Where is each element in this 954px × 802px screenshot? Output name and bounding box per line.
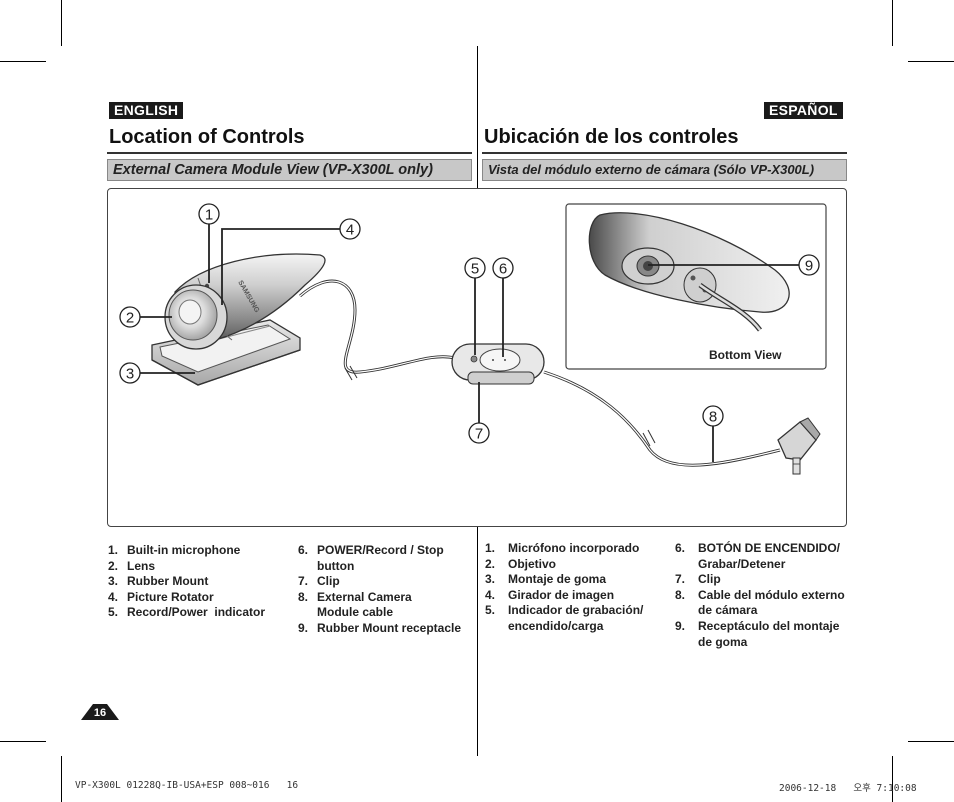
cable-plug [777,417,821,475]
list-item: 1.Micrófono incorporado [485,541,640,555]
english-title-rule [107,152,472,154]
callout-2: 2 [119,306,141,328]
english-subtitle: External Camera Module View (VP-X300L on… [107,159,472,181]
page-number-badge: 16 [81,704,119,720]
crop-mark [61,0,62,46]
list-item: 3.Rubber Mount [108,574,209,589]
list-item: 7.Clip [675,572,721,587]
crop-mark [908,61,954,62]
callout-9: 9 [798,254,820,276]
english-title: Location of Controls [109,126,305,148]
footer-left: VP-X300L 01228Q-IB-USA+ESP 008~016 16 [75,780,299,791]
list-item: 9.Receptáculo del montaje de goma [675,618,840,649]
list-item: 9.Rubber Mount receptacle [298,620,462,635]
list-item: 2.Objetivo [485,556,557,571]
list-item: 5.Indicador de grabación/ encendido/carg… [485,603,644,633]
callout-8: 8 [702,405,724,427]
callout-4: 4 [339,218,361,240]
english-list-col2: 6.POWER/Record / Stop button 7.Clip 8.Ex… [298,543,470,637]
callout-6: 6 [492,257,514,279]
list-item: 4.Girador de imagen [485,587,615,602]
list-item: 2.Lens [108,558,156,573]
espanol-title: Ubicación de los controles [484,126,739,148]
list-item: 7.Clip [298,574,340,589]
crop-mark [0,741,46,742]
svg-text:4: 4 [346,222,354,239]
crop-mark [908,741,954,742]
svg-text:9: 9 [805,258,813,275]
callout-1: 1 [198,203,220,225]
camera-cable [299,279,456,374]
list-item: 5.Record/Power indicator [108,605,266,620]
english-list-col1: 1.Built-in microphone 2.Lens 3.Rubber Mo… [108,543,288,621]
list-item: 8.Cable del módulo externo de cámara [675,587,845,618]
svg-text:6: 6 [499,261,507,278]
list-item: 8.External Camera Module cable [298,589,412,620]
bottom-view-camera [588,212,790,332]
callout-5: 5 [464,257,486,279]
crop-mark [0,61,46,62]
crop-mark [892,756,893,802]
rubber-mount [151,319,301,386]
list-item: 1.Built-in microphone [108,543,241,557]
list-item: 6.POWER/Record / Stop button [298,543,444,573]
svg-text:5: 5 [471,261,479,278]
leader-lines [139,224,800,462]
svg-text:2: 2 [126,310,134,327]
crop-mark [892,0,893,46]
bottom-view-label: Bottom View [709,348,782,362]
lens [164,284,228,350]
callout-7: 7 [468,422,490,444]
espanol-list-col1: 1.Micrófono incorporado 2.Objetivo 3.Mon… [485,541,665,635]
svg-text:1: 1 [205,207,213,224]
callout-3: 3 [119,362,141,384]
record-indicator [470,355,478,363]
svg-text:3: 3 [126,366,134,383]
svg-text:7: 7 [475,426,483,443]
list-item: 3.Montaje de goma [485,572,607,587]
crop-mark [61,756,62,802]
list-item: 4.Picture Rotator [108,589,214,604]
espanol-list-col2: 6.BOTÓN DE ENCENDIDO/ Grabar/Detener 7.C… [675,541,847,650]
espanol-title-rule [482,152,847,154]
english-badge: ENGLISH [109,102,184,119]
list-item: 6.BOTÓN DE ENCENDIDO/ Grabar/Detener [675,541,841,571]
center-divider [477,527,478,756]
figure-frame [107,188,847,527]
page-number: 16 [94,707,106,719]
center-divider [477,46,478,188]
svg-text:8: 8 [709,409,717,426]
footer-right: 2006-12-18 오후 7:10:08 [779,783,917,794]
espanol-subtitle: Vista del módulo externo de cámara (Sólo… [482,159,847,181]
inline-controller [451,343,545,385]
espanol-badge: ESPAÑOL [764,102,843,119]
